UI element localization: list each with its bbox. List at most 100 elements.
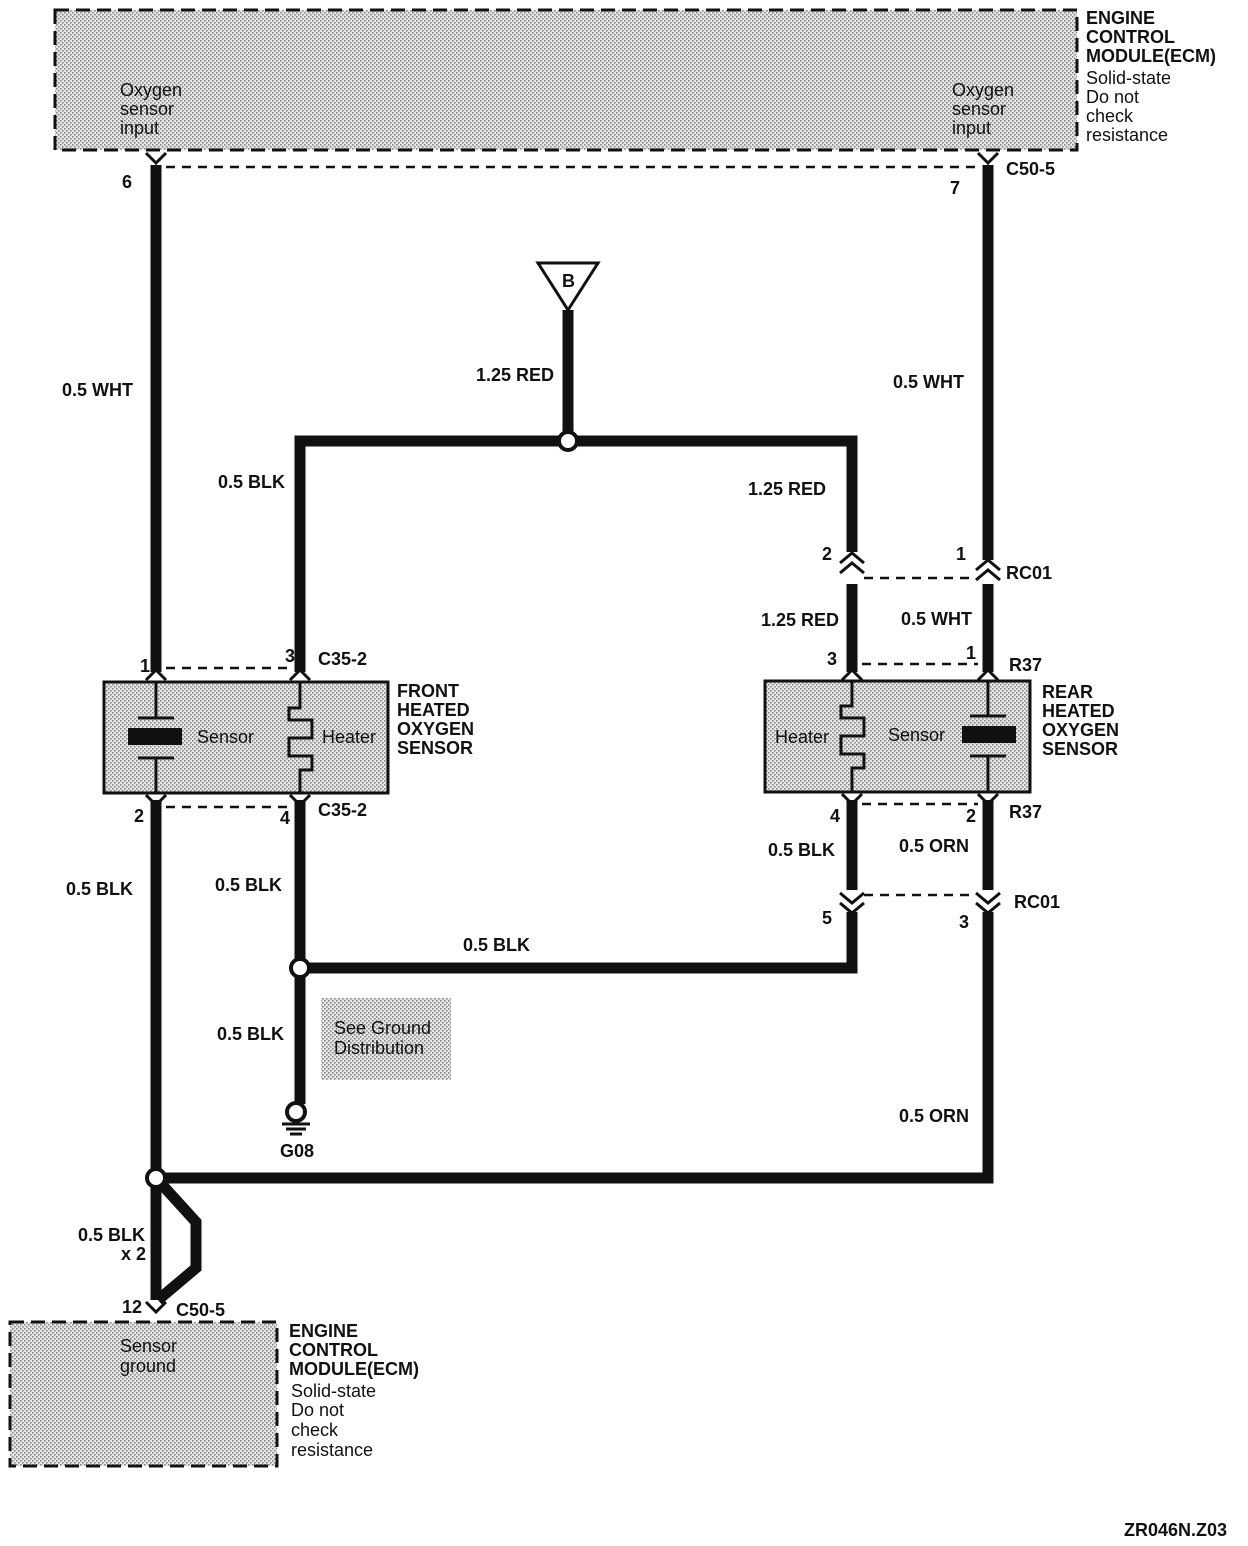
splice-node-blk: [289, 957, 311, 979]
label-red-rear: 1.25 RED: [761, 610, 839, 630]
ecm-top-connector-label: C50-5: [1006, 159, 1055, 179]
ecm-pin7-chevron: [976, 151, 1000, 166]
front-pin2-chevron: [144, 793, 168, 808]
rear-connector-bottom: R37: [1009, 802, 1042, 822]
rear-connector-top: R37: [1009, 655, 1042, 675]
ecm-pin-6: 6: [122, 172, 132, 192]
front-heated-oxygen-sensor: 1 3 C35-2 Sensor Heater 2 4 C35-2 FRONT …: [102, 646, 479, 828]
rc01-bottom-pin5-chevron-a: [839, 891, 865, 905]
rc01-top-pin-1: 1: [956, 544, 966, 564]
rear-pin-2: 2: [966, 806, 976, 826]
ecm-top-left-input-label: Oxygen sensor input: [120, 80, 187, 138]
label-blk-x2: 0.5 BLK x 2: [78, 1225, 150, 1264]
front-sensor-element-icon: [128, 728, 182, 745]
rear-sensor-name: REAR HEATED OXYGEN SENSOR: [1042, 682, 1124, 759]
wire-blk-cross: [300, 912, 858, 974]
rear-pin2-chevron: [976, 792, 1000, 807]
label-right-wht-top: 0.5 WHT: [893, 372, 964, 392]
front-pin-2: 2: [134, 806, 144, 826]
ecm-bottom-title: ENGINE CONTROL MODULE(ECM): [289, 1321, 419, 1379]
ecm-bottom: 12 C50-5 Sensor ground ENGINE CONTROL MO…: [8, 1297, 419, 1468]
rc01-top-connector: 2 1 RC01: [822, 544, 1052, 583]
rear-heater-label: Heater: [775, 727, 829, 747]
ecm-pin12-chevron: [144, 1300, 168, 1315]
splice-node-bottom: [145, 1167, 167, 1189]
ground-distribution-note-box: [321, 998, 451, 1080]
label-orn-rear: 0.5 ORN: [899, 836, 969, 856]
wire-blk-x2-loop: [151, 1174, 202, 1305]
rc01-bottom-pin3-chevron-a: [975, 891, 1001, 905]
label-orn-bottom: 0.5 ORN: [899, 1106, 969, 1126]
wires: [150, 165, 994, 1305]
rear-pin-1: 1: [966, 643, 976, 663]
label-blk-ground: 0.5 BLK: [217, 1024, 284, 1044]
front-heater-coil-icon: [287, 682, 314, 793]
front-sensor-label: Sensor: [197, 727, 254, 747]
ecm-bottom-input-label: Sensor ground: [120, 1336, 182, 1376]
ecm-pin-7: 7: [950, 178, 960, 198]
rc01-top-label: RC01: [1006, 563, 1052, 583]
front-pin3-chevron: [288, 667, 312, 682]
rear-pin4-chevron: [840, 792, 864, 807]
ecm-top-box: [53, 8, 1079, 152]
front-pin-3: 3: [285, 646, 295, 666]
splice-node-red: [557, 430, 579, 452]
label-blk-front-left: 0.5 BLK: [66, 879, 133, 899]
wire-orn-bottom: [156, 912, 994, 1184]
battery-terminal-triangle: [535, 261, 601, 313]
rear-pin1-chevron: [976, 667, 1000, 682]
label-left-wht: 0.5 WHT: [62, 380, 133, 400]
front-sensor-name: FRONT HEATED OXYGEN SENSOR: [397, 681, 479, 758]
label-red-right: 1.25 RED: [748, 479, 826, 499]
wire-labels: 0.5 WHT 0.5 WHT 1.25 RED 1.25 RED 1.25 R…: [62, 365, 972, 1264]
label-blk-front-heater-top: 0.5 BLK: [218, 472, 285, 492]
ecm-pin6-chevron: [144, 151, 168, 166]
ground-distribution-note: See Ground Distribution: [334, 1018, 436, 1058]
label-wht-rear: 0.5 WHT: [901, 609, 972, 629]
rc01-bottom-connector: 5 3 RC01: [822, 891, 1060, 932]
rc01-top-pin1-chevron-b: [975, 568, 1001, 582]
rc01-bottom-pin-5: 5: [822, 908, 832, 928]
rc01-bottom-pin3-chevron-b: [975, 901, 1001, 915]
rear-pin-3: 3: [827, 649, 837, 669]
label-blk-front-heater-bottom: 0.5 BLK: [215, 875, 282, 895]
label-blk-cross: 0.5 BLK: [463, 935, 530, 955]
rc01-bottom-pin-3: 3: [959, 912, 969, 932]
figure-id: ZR046N.Z03: [1124, 1520, 1227, 1540]
rc01-bottom-label: RC01: [1014, 892, 1060, 912]
front-connector-bottom: C35-2: [318, 800, 367, 820]
front-connector-top: C35-2: [318, 649, 367, 669]
rear-pin-4: 4: [830, 806, 840, 826]
front-pin-1: 1: [140, 656, 150, 676]
rc01-top-pin2-chevron-a: [839, 551, 865, 565]
ecm-top-note: Solid-state Do not check resistance: [1086, 68, 1176, 145]
wire-top-loop: [294, 435, 858, 672]
rc01-top-pin-2: 2: [822, 544, 832, 564]
front-pin1-chevron: [144, 667, 168, 682]
rear-pin3-chevron: [840, 667, 864, 682]
rc01-top-pin1-chevron-a: [975, 558, 1001, 572]
ecm-bottom-connector-label: C50-5: [176, 1300, 225, 1320]
ecm-top-title: ENGINE CONTROL MODULE(ECM): [1086, 8, 1216, 66]
ecm-bottom-box: [8, 1320, 279, 1468]
label-red-feed: 1.25 RED: [476, 365, 554, 385]
ground-icon-ring: [285, 1101, 307, 1123]
rear-sensor-label: Sensor: [888, 725, 945, 745]
ecm-top: ENGINE CONTROL MODULE(ECM) Solid-state D…: [53, 8, 1216, 198]
rear-sensor-element-icon: [962, 726, 1016, 743]
rear-heater-coil-icon: [839, 681, 866, 792]
label-blk-rear: 0.5 BLK: [768, 840, 835, 860]
ecm-bottom-note: Solid-state Do not check resistance: [291, 1381, 381, 1460]
rc01-top-pin2-chevron-b: [839, 561, 865, 575]
front-heater-label: Heater: [322, 727, 376, 747]
rear-heated-oxygen-sensor: 3 1 R37 Heater Sensor 4 2 R37 REAR HEATE…: [763, 643, 1124, 826]
rc01-bottom-pin5-chevron-b: [839, 901, 865, 915]
ground-label: G08: [280, 1141, 314, 1161]
front-pin4-chevron: [288, 793, 312, 808]
ecm-pin-12: 12: [122, 1297, 142, 1317]
front-pin-4: 4: [280, 808, 290, 828]
battery-terminal: B: [535, 261, 601, 313]
battery-terminal-label: B: [562, 271, 575, 291]
ecm-top-right-input-label: Oxygen sensor input: [952, 80, 1019, 138]
